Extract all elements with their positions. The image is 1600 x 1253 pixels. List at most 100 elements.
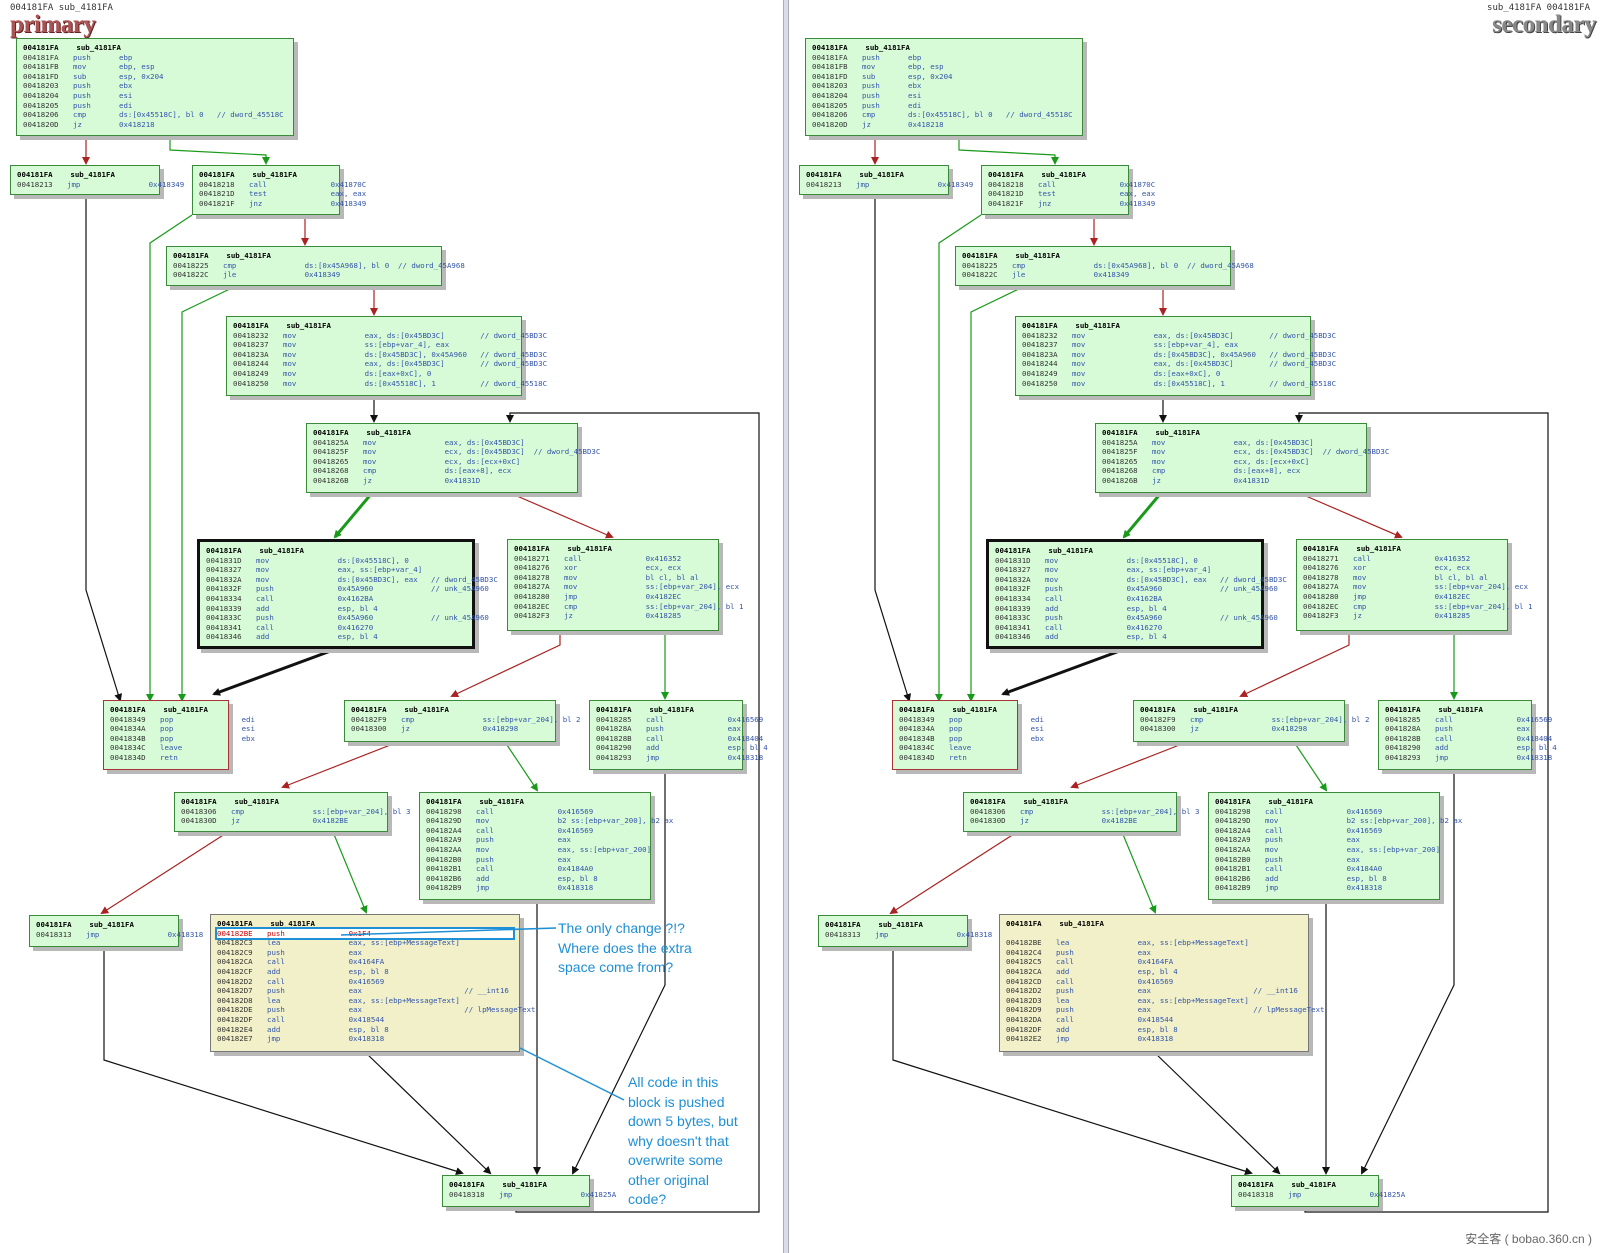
pane-splitter[interactable] [783, 0, 789, 1253]
primary-graph-pane[interactable]: 004181FA sub_4181FA primary 004181FA sub… [0, 0, 783, 1253]
secondary-graph-pane[interactable]: sub_4181FA 004181FA secondary 004181FA s… [789, 0, 1600, 1253]
